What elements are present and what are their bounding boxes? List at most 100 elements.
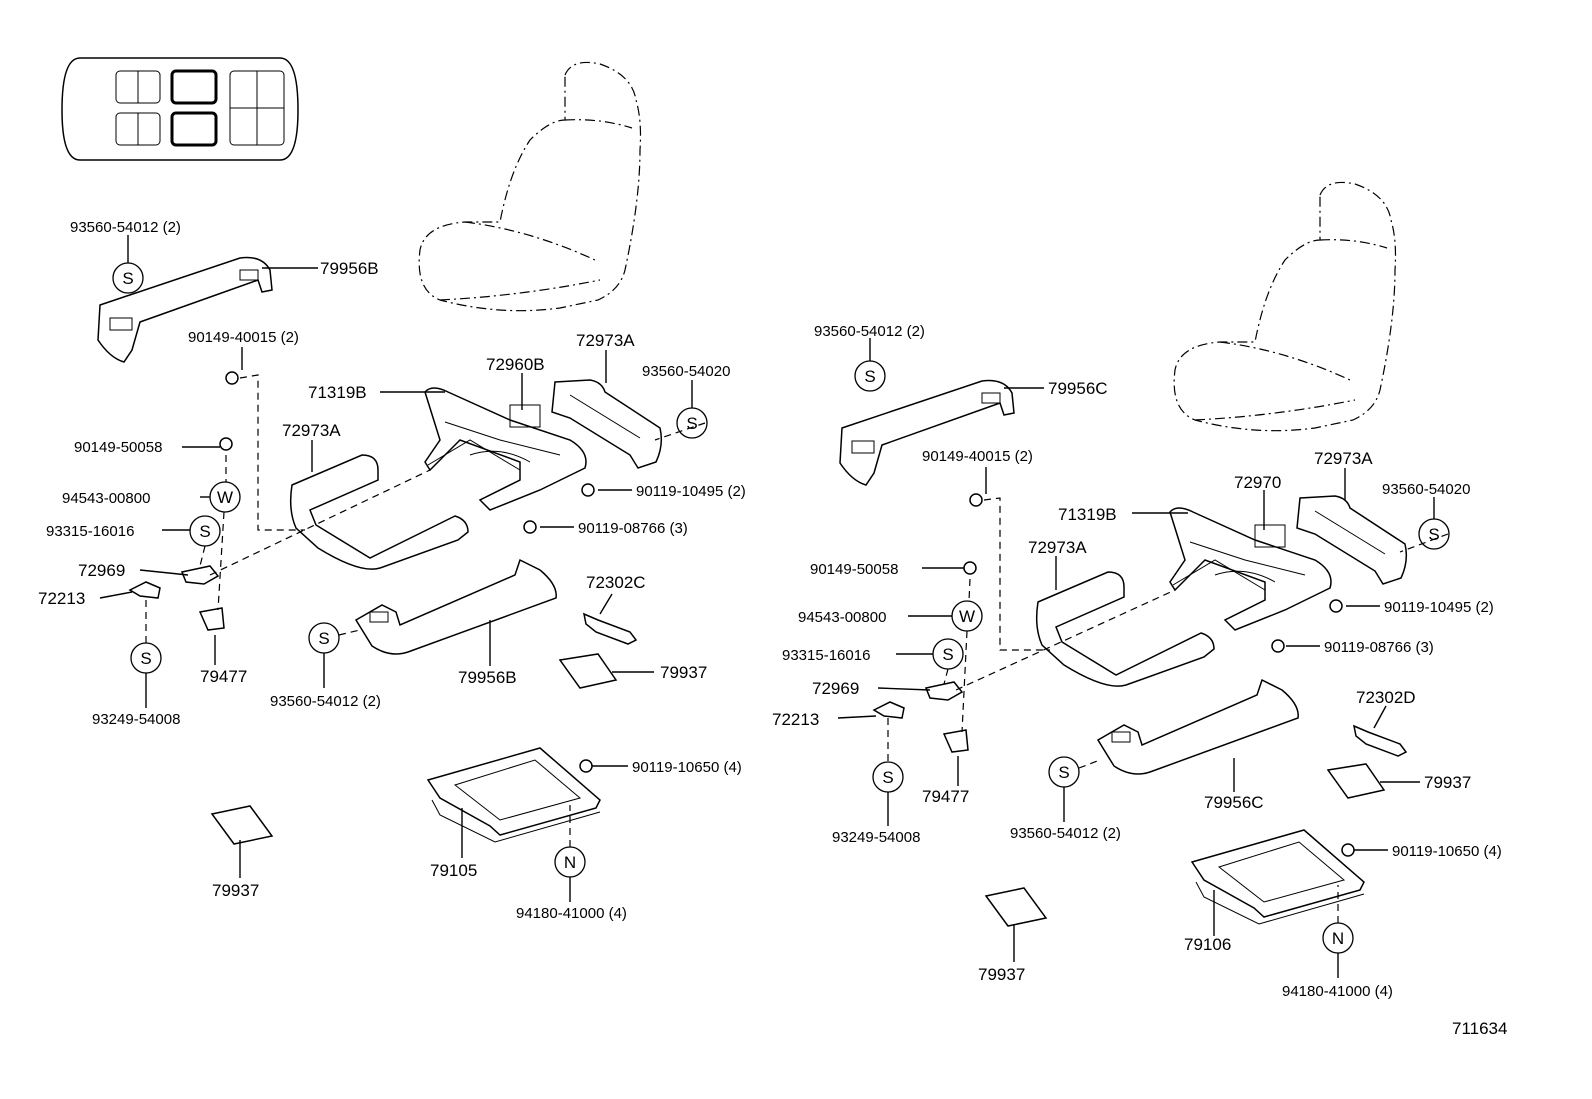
label-94180-41000: 94180-41000 (4) — [1282, 983, 1393, 1000]
symbol-s-text: S — [140, 649, 151, 668]
part-72302D — [1352, 724, 1408, 757]
label-93315-16016: 93315-16016 — [782, 647, 870, 664]
label-79956C: 79956C — [1048, 379, 1108, 398]
label-93560-54020: 93560-54020 — [642, 363, 730, 380]
part-72973A-upper — [551, 379, 663, 469]
label-72969: 72969 — [812, 679, 859, 698]
bolt-90119-08766 — [523, 520, 537, 534]
symbol-n-text: N — [1332, 929, 1344, 948]
label-72960B: 72960B — [486, 355, 545, 374]
symbol-s-text: S — [864, 367, 875, 386]
label-79956B: 79956B — [320, 259, 379, 278]
label-79956C: 79956C — [1204, 793, 1264, 812]
label-79937: 79937 — [212, 881, 259, 900]
part-72973A-upper — [1296, 495, 1408, 585]
label-93560-54012: 93560-54012 (2) — [1010, 825, 1121, 842]
bolt-90149-50058 — [963, 561, 977, 575]
symbol-w-text: W — [959, 607, 975, 626]
diagram-id: 711634 — [1452, 1019, 1507, 1038]
right-labels: 93560-54012 (2) 79956C 90149-40015 (2) 7… — [772, 323, 1502, 1000]
symbol-s-text: S — [122, 269, 133, 288]
bolt-90119-10495 — [581, 483, 595, 497]
label-72973A: 72973A — [1314, 449, 1373, 468]
left-seat-outline — [418, 61, 642, 312]
bolt-90149-50058 — [219, 437, 233, 451]
part-79937-pad-b — [210, 805, 274, 845]
label-71319B: 71319B — [308, 383, 367, 402]
right-parts: S S W S S S N — [837, 338, 1450, 978]
part-72969 — [180, 565, 220, 585]
left-parts: S S W S S S N — [97, 235, 708, 902]
label-93315-16016: 93315-16016 — [46, 523, 134, 540]
part-79937-pad-a — [558, 653, 618, 689]
label-93249-54008: 93249-54008 — [92, 711, 180, 728]
part-79477 — [198, 607, 225, 631]
label-93560-54012: 93560-54012 (2) — [814, 323, 925, 340]
right-seat-outline — [1173, 181, 1397, 432]
label-72302C: 72302C — [586, 573, 646, 592]
left-labels: 93560-54012 (2) 79956B 90149-40015 (2) 7… — [38, 219, 746, 922]
label-93560-54020: 93560-54020 — [1382, 481, 1470, 498]
label-94180-41000: 94180-41000 (4) — [516, 905, 627, 922]
label-93249-54008: 93249-54008 — [832, 829, 920, 846]
part-79956B-bottom — [354, 558, 557, 655]
bolt-90119-08766 — [1271, 639, 1285, 653]
part-72973A-frame — [1035, 571, 1215, 687]
part-72213 — [872, 701, 905, 719]
label-72302D: 72302D — [1356, 688, 1416, 707]
symbol-s-text: S — [1428, 525, 1439, 544]
label-90119-10495: 90119-10495 (2) — [636, 483, 746, 500]
label-79937: 79937 — [660, 663, 707, 682]
label-90119-08766: 90119-08766 (3) — [578, 520, 688, 537]
label-79106: 79106 — [1184, 935, 1231, 954]
label-72970: 72970 — [1234, 473, 1281, 492]
bolt-90149-40015 — [225, 371, 239, 385]
label-94543-00800: 94543-00800 — [62, 490, 150, 507]
symbol-s-text: S — [882, 768, 893, 787]
label-72213: 72213 — [772, 710, 819, 729]
symbol-w-text: W — [217, 488, 233, 507]
symbol-s-text: S — [942, 645, 953, 664]
label-71319B: 71319B — [1058, 505, 1117, 524]
label-90149-50058: 90149-50058 — [810, 561, 898, 578]
label-79477: 79477 — [922, 787, 969, 806]
symbol-n-text: N — [564, 853, 576, 872]
part-79937-pad-a — [1326, 763, 1386, 799]
label-72973A: 72973A — [576, 331, 635, 350]
label-90149-40015: 90149-40015 (2) — [922, 448, 1033, 465]
symbol-s-text: S — [1058, 763, 1069, 782]
bolt-90119-10495 — [1329, 599, 1343, 613]
label-79937: 79937 — [1424, 773, 1471, 792]
label-90119-10495: 90119-10495 (2) — [1384, 599, 1494, 616]
part-72213 — [128, 581, 161, 599]
label-79105: 79105 — [430, 861, 477, 880]
part-79956C-top — [839, 379, 1015, 486]
seat-locator-icon — [61, 57, 299, 161]
label-90119-10650: 90119-10650 (4) — [632, 759, 742, 776]
part-79106-frame — [1190, 829, 1365, 918]
label-72969: 72969 — [78, 561, 125, 580]
label-72213: 72213 — [38, 589, 85, 608]
symbol-s-text: S — [318, 629, 329, 648]
symbol-s-text: S — [686, 414, 697, 433]
label-79937: 79937 — [978, 965, 1025, 984]
symbol-s-text: S — [199, 522, 210, 541]
label-90119-08766: 90119-08766 (3) — [1324, 639, 1434, 656]
part-79937-pad-b — [984, 887, 1048, 927]
part-72969 — [924, 681, 964, 701]
label-79477: 79477 — [200, 667, 247, 686]
label-93560-54012: 93560-54012 (2) — [70, 219, 181, 236]
label-90149-40015: 90149-40015 (2) — [188, 329, 299, 346]
label-72973A: 72973A — [282, 421, 341, 440]
label-79956B: 79956B — [458, 668, 517, 687]
label-90119-10650: 90119-10650 (4) — [1392, 843, 1502, 860]
bolt-90149-40015 — [969, 493, 983, 507]
part-79477 — [942, 729, 969, 753]
part-72973A-frame — [289, 454, 469, 570]
label-94543-00800: 94543-00800 — [798, 609, 886, 626]
part-72302C — [582, 612, 638, 645]
part-79956C-bottom — [1096, 678, 1299, 775]
label-72973A: 72973A — [1028, 538, 1087, 557]
